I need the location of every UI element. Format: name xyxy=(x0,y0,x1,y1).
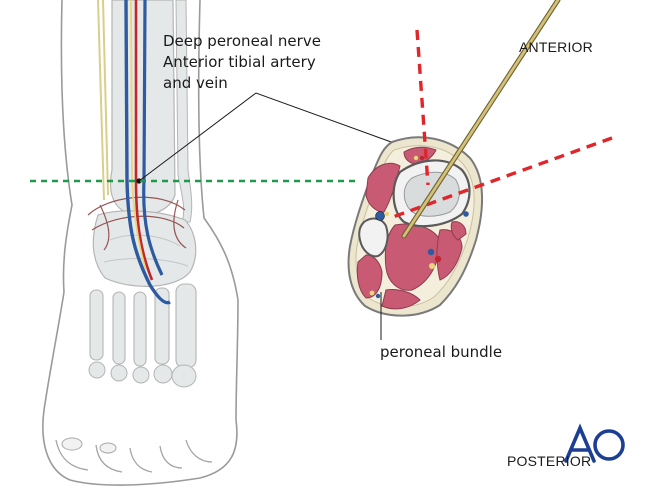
ao-logo xyxy=(564,423,625,463)
label-anterior: ANTERIOR xyxy=(519,39,593,55)
tendons xyxy=(97,0,109,201)
phalanges xyxy=(88,361,197,388)
anterior-tibial-artery xyxy=(134,0,154,281)
label-peroneal-bundle: peroneal bundle xyxy=(380,343,503,361)
metatarsal-bones xyxy=(89,283,197,369)
section-vessels xyxy=(369,155,469,299)
cross-section xyxy=(347,136,483,317)
label-deep-peroneal-nerve: Deep peroneal nerve xyxy=(163,32,321,50)
anterior-tibial-vein xyxy=(124,0,171,305)
label-anterior-tibial-artery: Anterior tibial artery xyxy=(163,53,316,71)
foot-illustration xyxy=(42,0,239,486)
leader-line xyxy=(138,92,406,182)
guide-wire xyxy=(402,0,560,238)
label-posterior: POSTERIOR xyxy=(507,453,592,469)
toe-lines xyxy=(55,439,213,473)
direction-line-anterior xyxy=(415,29,430,186)
label-and-vein: and vein xyxy=(163,74,228,92)
tarsal-bones xyxy=(92,210,197,287)
fibula-bone xyxy=(175,0,193,223)
